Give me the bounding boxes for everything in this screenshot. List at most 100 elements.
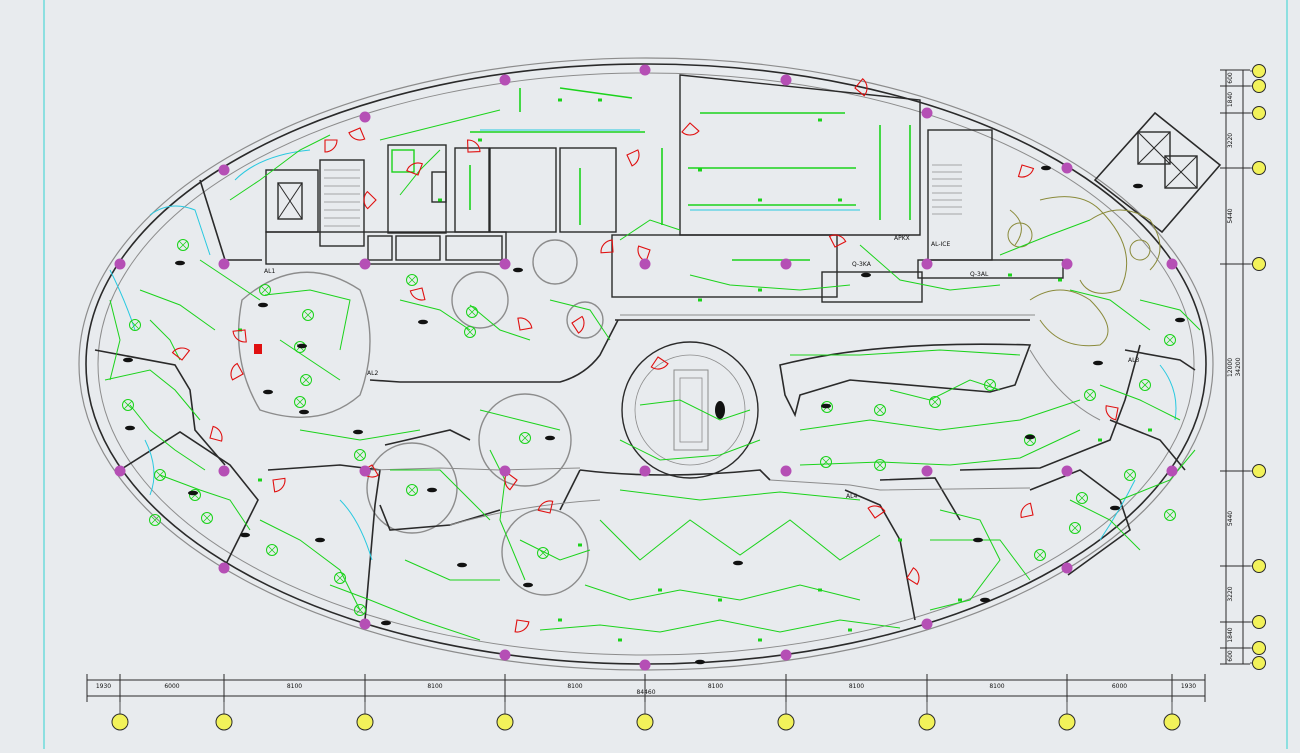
- wiring-node: [698, 168, 702, 172]
- column-marker: [114, 465, 126, 477]
- wiring-run: [859, 244, 1001, 291]
- wiring-node: [598, 98, 602, 102]
- dimension-label: 5440: [1227, 208, 1234, 223]
- wiring-run: [689, 274, 851, 291]
- downlight: [545, 435, 555, 441]
- door-swing: [1105, 405, 1119, 421]
- pendant-light: [464, 326, 476, 338]
- dimension-label: 3220: [1227, 133, 1234, 148]
- light-fixtures: [122, 98, 1185, 665]
- downlight: [1041, 165, 1051, 171]
- pendant-light: [1124, 469, 1136, 481]
- panel-label: AL4: [846, 493, 857, 500]
- pendant-light: [354, 604, 366, 616]
- door-swing: [348, 127, 366, 141]
- wiring-run: [1069, 289, 1151, 331]
- wiring-run: [1069, 499, 1141, 551]
- door-swing: [514, 619, 530, 633]
- pendant-light: [537, 547, 549, 559]
- dimension-label: 3220: [1227, 586, 1234, 601]
- pendant-light: [154, 469, 166, 481]
- wiring-node: [848, 628, 852, 632]
- downlight: [1133, 183, 1143, 189]
- east-core: [821, 111, 1222, 303]
- wiring-run: [109, 299, 121, 381]
- wiring-node: [618, 638, 622, 642]
- pendant-light: [266, 544, 278, 556]
- door-swing: [209, 425, 223, 442]
- door-swing: [1017, 164, 1035, 178]
- door-swing: [363, 190, 377, 210]
- dimension-label: 8100: [989, 683, 1004, 690]
- column-marker: [1061, 258, 1073, 270]
- door-swing: [467, 139, 481, 153]
- wiring-node: [578, 543, 582, 547]
- wiring-run: [599, 519, 881, 561]
- wiring-node: [758, 638, 762, 642]
- panel-label: AL2: [367, 370, 378, 377]
- door-swing: [828, 234, 847, 248]
- dimension-label: 8100: [287, 683, 302, 690]
- door-swing: [232, 329, 247, 343]
- dimension-label: 1930: [96, 683, 111, 690]
- column-marker: [499, 465, 511, 477]
- wiring-run: [790, 349, 1021, 356]
- bottom-total-dimension: 84460: [636, 689, 655, 696]
- pendant-light: [129, 319, 141, 331]
- structural-columns: [114, 64, 1178, 671]
- wiring-run: [549, 299, 611, 341]
- dimension-label: 6000: [1112, 683, 1127, 690]
- wiring-run: [929, 509, 1001, 611]
- dimension-label: 1840: [1227, 92, 1234, 107]
- dimension-label: 1840: [1227, 627, 1234, 642]
- pendant-light: [1084, 389, 1096, 401]
- pendant-light: [1069, 522, 1081, 534]
- column-marker: [1166, 258, 1178, 270]
- dimension-label: 1930: [1181, 683, 1196, 690]
- wiring-node: [898, 538, 902, 542]
- downlight: [188, 490, 198, 496]
- axis-bubble: [1252, 641, 1266, 655]
- wiring-run: [479, 409, 561, 431]
- wiring-run: [229, 134, 331, 201]
- axis-bubble: [1252, 79, 1266, 93]
- column-marker: [921, 618, 933, 630]
- downlight: [297, 343, 307, 349]
- pendant-light: [406, 484, 418, 496]
- dimension-label: 8100: [567, 683, 582, 690]
- downlight: [381, 620, 391, 626]
- column-marker: [921, 258, 933, 270]
- panel-label: Q-3KA: [852, 261, 872, 268]
- column-marker: [639, 64, 651, 76]
- column-marker: [780, 74, 792, 86]
- wiring-node: [818, 588, 822, 592]
- wiring-run: [619, 219, 681, 241]
- door-swing: [517, 317, 533, 331]
- dimension-label: 8100: [427, 683, 442, 690]
- wiring-node: [758, 288, 762, 292]
- column-marker: [499, 649, 511, 661]
- column-marker: [1061, 162, 1073, 174]
- column-marker: [780, 258, 792, 270]
- panel-label: AL3: [1128, 357, 1139, 364]
- wiring-node: [838, 198, 842, 202]
- wiring-run: [519, 539, 591, 561]
- door-swing: [230, 362, 244, 381]
- panel-label: Q-3AL: [970, 271, 989, 278]
- column-marker: [114, 258, 126, 270]
- door-swing: [637, 245, 651, 263]
- column-marker: [1061, 562, 1073, 574]
- axis-bubble: [777, 713, 795, 731]
- pendant-light: [302, 309, 314, 321]
- downlight: [418, 319, 428, 325]
- door-swing: [626, 149, 640, 167]
- wiring-run: [1139, 299, 1201, 331]
- light-walls: [371, 314, 1101, 526]
- pendant-light: [354, 449, 366, 461]
- column-marker: [921, 465, 933, 477]
- pendant-light: [984, 379, 996, 391]
- pendant-light: [1034, 549, 1046, 561]
- column-marker: [1061, 465, 1073, 477]
